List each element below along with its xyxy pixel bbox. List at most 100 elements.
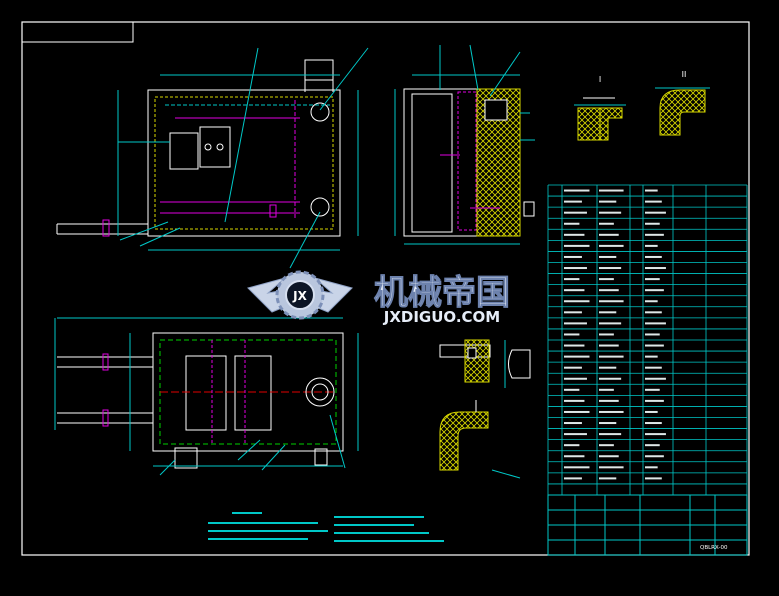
bom-cell-text: [599, 399, 619, 402]
bom-cell-text: [564, 333, 580, 336]
bom-cell-text: [564, 255, 582, 258]
bom-cell-text: [599, 267, 622, 270]
bom-cell-text: [599, 300, 624, 303]
bom-cell-text: [599, 200, 617, 203]
bom-cell-text: [645, 344, 664, 347]
bom-cell-text: [645, 289, 664, 292]
bom-cell-text: [645, 278, 660, 281]
bom-cell-text: [599, 388, 614, 391]
bom-cell-text: [599, 466, 624, 469]
bom-cell-text: [599, 255, 617, 258]
bom-cell-text: [564, 344, 585, 347]
detail-view-upper: [439, 339, 531, 388]
bom-cell-text: [564, 399, 585, 402]
bom-cell-text: [564, 267, 587, 270]
bom-cell-text: [645, 189, 658, 192]
bom-cell-text: [564, 422, 582, 425]
bom-cell-text: [599, 233, 619, 236]
watermark-url: JXDIGUO.COM: [383, 308, 500, 326]
watermark-logo: JX: [247, 270, 353, 320]
detail-view-lower: [439, 400, 521, 479]
bom-cell-text: [645, 366, 662, 369]
bom-cell-text: [645, 466, 658, 469]
bom-cell-text: [564, 355, 590, 358]
bom-cell-text: [564, 211, 587, 214]
bom-cell-text: [645, 455, 664, 458]
drawing-code-box: [21, 21, 134, 43]
bom-cell-text: [564, 466, 590, 469]
bom-cell-text: [599, 410, 624, 413]
plan-view: [54, 317, 359, 476]
bom-cell-text: [564, 377, 587, 380]
bom-cell-text: [564, 311, 582, 314]
bom-cell-text: [599, 355, 624, 358]
bom-cell-text: [564, 477, 582, 480]
bom-cell-text: [564, 289, 585, 292]
bom-cell-text: [599, 344, 619, 347]
bom-cell-text: [645, 211, 666, 214]
bom-cell-text: [564, 200, 582, 203]
bom-cell-text: [599, 311, 617, 314]
bom-cell-text: [564, 455, 585, 458]
bom-cell-text: [599, 222, 614, 225]
bom-cell-text: [645, 355, 658, 358]
bom-cell-text: [564, 244, 590, 247]
bom-cell-text: [645, 433, 666, 436]
front-view: [56, 47, 369, 269]
bom-cell-text: [564, 278, 580, 281]
bom-cell-text: [599, 377, 622, 380]
bom-cell-text: [645, 267, 666, 270]
bom-cell-text: [599, 322, 622, 325]
bom-cell-text: [599, 444, 614, 447]
bom-cell-text: [599, 211, 622, 214]
bom-cell-text: [564, 388, 580, 391]
bom-cell-text: [564, 410, 590, 413]
section-label-I: I: [599, 75, 601, 84]
bom-cell-text: [645, 300, 658, 303]
bom-cell-text: [645, 477, 662, 480]
bom-cell-text: [645, 388, 660, 391]
bom-cell-text: [599, 333, 614, 336]
bom-cell-text: [645, 377, 666, 380]
bom-cell-text: [645, 322, 666, 325]
watermark-chinese: 机械帝国: [374, 273, 510, 313]
side-view: [394, 44, 535, 245]
bom-cell-text: [645, 255, 662, 258]
bom-cell-text: [645, 444, 660, 447]
bom-cell-text: [645, 422, 662, 425]
bill-of-materials-table: [547, 184, 748, 496]
bom-cell-text: [599, 433, 622, 436]
section-detail-II: [655, 87, 710, 136]
section-label-II: II: [682, 70, 687, 79]
bom-cell-text: [564, 189, 590, 192]
bom-cell-text: [564, 233, 585, 236]
bom-cell-text: [564, 433, 587, 436]
bom-cell-text: [599, 244, 624, 247]
watermark-logo-letters: JX: [292, 289, 307, 303]
drawing-frame: [21, 21, 750, 556]
bom-cell-text: [645, 333, 660, 336]
bom-cell-text: [645, 222, 660, 225]
bom-cell-text: [645, 233, 664, 236]
bom-cell-text: [599, 278, 614, 281]
bom-cell-text: [599, 455, 619, 458]
bom-cell-text: [564, 444, 580, 447]
bom-cell-text: [599, 189, 624, 192]
bom-cell-text: [564, 300, 590, 303]
bom-cell-text: [564, 366, 582, 369]
drawing-code: QBLRX-00: [700, 545, 728, 551]
bom-cell-text: [599, 422, 617, 425]
bom-cell-text: [645, 399, 664, 402]
bom-cell-text: [564, 222, 580, 225]
bom-cell-text: [645, 410, 658, 413]
bom-cell-text: [599, 477, 617, 480]
title-block: [547, 494, 748, 556]
bom-cell-text: [645, 244, 658, 247]
technical-notes: [208, 512, 444, 542]
bom-cell-text: [645, 200, 662, 203]
bom-cell-text: [599, 289, 619, 292]
bom-cell-text: [564, 322, 587, 325]
bom-cell-text: [599, 366, 617, 369]
bom-cell-text: [645, 311, 662, 314]
